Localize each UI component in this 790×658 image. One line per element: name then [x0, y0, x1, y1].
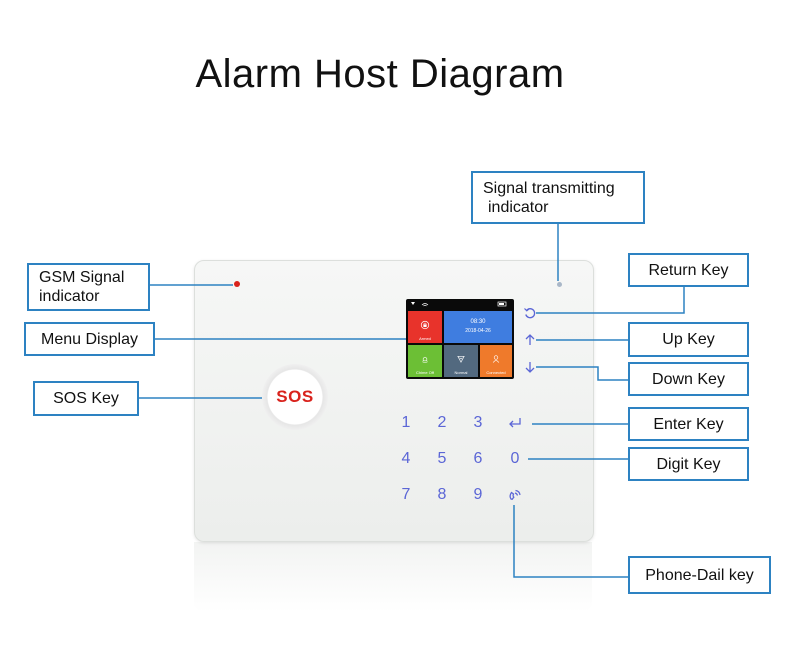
alarm-host-panel [194, 260, 594, 542]
signal-transmitting-led [557, 282, 562, 287]
tile-normal-label: Normal [454, 370, 468, 375]
callout-sos-key: SOS Key [33, 381, 139, 416]
lock-icon [420, 321, 430, 330]
title-text: Alarm Host Diagram [195, 52, 565, 96]
down-key-connector [536, 366, 628, 381]
callout-gsm-signal: GSM Signal indicator [27, 263, 150, 311]
callout-signal-transmitting: Signal transmitting indicator [471, 171, 645, 224]
tile-chime-label: Chime Off [416, 370, 434, 375]
phone-icon [509, 489, 521, 501]
down-key[interactable] [518, 356, 542, 378]
callout-gsm-line2: indicator [39, 288, 100, 305]
gsm-signal-led [234, 281, 240, 287]
callout-up-key: Up Key [628, 322, 749, 357]
sos-button-label: SOS [276, 387, 314, 406]
digit-key-6[interactable]: 6 [473, 450, 483, 467]
digit-key-3[interactable]: 3 [473, 414, 483, 431]
callout-phone-dial-key: Phone-Dail key [628, 556, 771, 594]
digit-key-9[interactable]: 9 [473, 486, 483, 503]
digit-key-7[interactable]: 7 [401, 486, 411, 503]
phone-dial-key[interactable] [503, 484, 527, 506]
callout-signal-transmitting-line1: Signal transmitting [483, 179, 615, 197]
digit-key-4[interactable]: 4 [401, 450, 411, 467]
tile-chime: Chime Off [408, 345, 442, 377]
digit-key-1[interactable]: 1 [401, 414, 411, 431]
callout-gsm-line1: GSM Signal [39, 269, 125, 286]
enter-icon [509, 418, 521, 428]
user-icon [492, 355, 500, 364]
bell-icon [422, 357, 428, 364]
enter-key[interactable] [503, 412, 527, 434]
up-key[interactable] [518, 329, 542, 351]
wifi-icon [421, 303, 429, 306]
tile-connected-label: Connected [486, 370, 506, 375]
shield-icon [457, 356, 465, 364]
page-title: Alarm Host Diagram [0, 52, 790, 97]
battery-icon [497, 301, 507, 307]
callout-down-key: Down Key [628, 362, 749, 396]
screen-status-bar [406, 299, 514, 310]
screen-time: 08:30 [470, 319, 486, 325]
tile-armed: Armed [408, 311, 442, 343]
tile-connected: Connected [480, 345, 512, 377]
menu-display-screen: Armed 08:30 2018-04-26 Chime Off Normal … [406, 299, 514, 379]
callout-enter-key: Enter Key [628, 407, 749, 441]
digit-key-8[interactable]: 8 [437, 486, 447, 503]
digit-key-0[interactable]: 0 [510, 450, 520, 467]
return-icon [524, 308, 536, 319]
callout-signal-transmitting-line2: indicator [488, 198, 549, 216]
return-key-connector [536, 286, 685, 314]
down-arrow-icon [525, 362, 535, 373]
tile-clock: 08:30 2018-04-26 [444, 311, 512, 343]
antenna-icon [411, 302, 415, 305]
digit-key-5[interactable]: 5 [437, 450, 447, 467]
sos-button[interactable]: SOS [262, 364, 328, 430]
return-key[interactable] [518, 302, 542, 324]
screen-date: 2018-04-26 [465, 328, 491, 334]
tile-normal: Normal [444, 345, 478, 377]
digit-key-2[interactable]: 2 [437, 414, 447, 431]
callout-return-key: Return Key [628, 253, 749, 287]
callout-digit-key: Digit Key [628, 447, 749, 481]
phone-key-connector [513, 505, 628, 578]
status-icons [411, 301, 507, 307]
up-arrow-icon [525, 334, 535, 345]
callout-menu-display: Menu Display [24, 322, 155, 356]
tile-armed-label: Armed [419, 336, 431, 341]
